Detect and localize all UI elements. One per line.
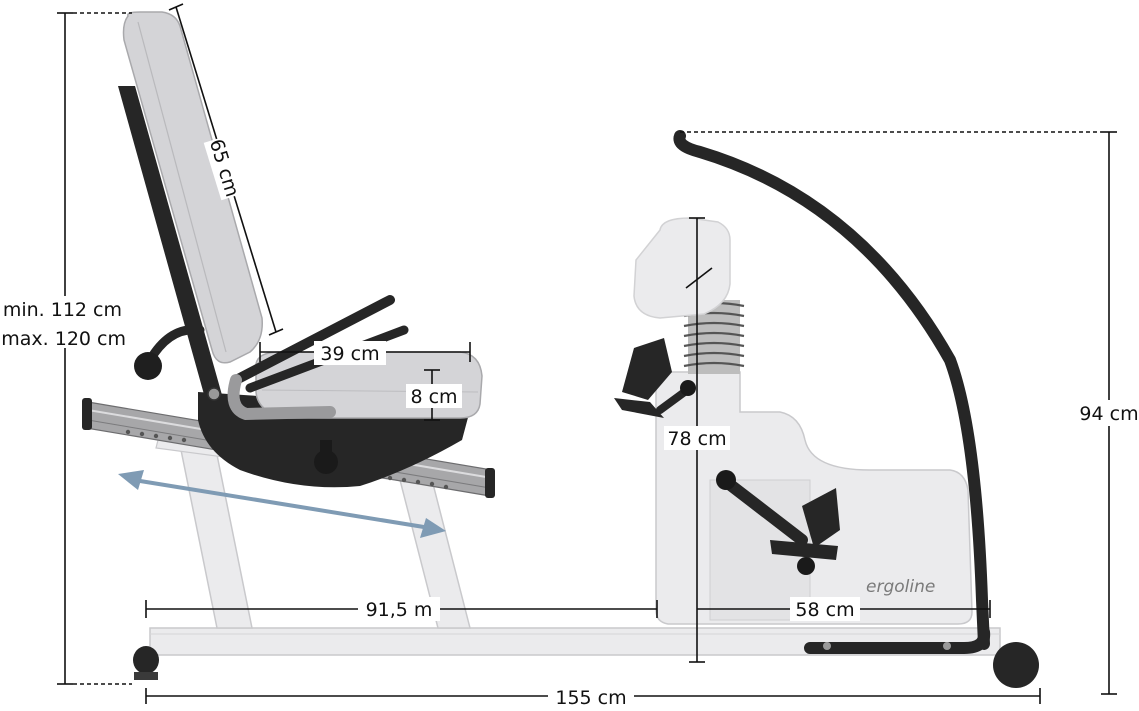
double-arrow-icon bbox=[118, 470, 446, 538]
label-seat-to-pedal: 91,5 m bbox=[366, 599, 433, 621]
backrest-adjuster bbox=[134, 325, 221, 401]
foot-crank bbox=[716, 470, 840, 575]
dimension-labels: min. 112 cm max. 120 cm 65 cm 39 cm 8 cm… bbox=[0, 135, 1139, 710]
label-seat-thickness: 8 cm bbox=[410, 386, 457, 408]
console-display bbox=[633, 217, 731, 319]
front-foot bbox=[133, 646, 159, 674]
seat-handles bbox=[227, 295, 409, 421]
recumbent-bike-illustration: ergoline bbox=[82, 11, 1039, 688]
brand-logo: ergoline bbox=[866, 577, 935, 597]
label-height-max: max. 120 cm bbox=[1, 328, 126, 350]
handlebar-arc bbox=[673, 130, 990, 650]
label-handlebar-height: 94 cm bbox=[1079, 403, 1138, 425]
hand-crank bbox=[614, 338, 696, 418]
rear-wheel bbox=[993, 642, 1039, 688]
label-console-height: 78 cm bbox=[667, 428, 726, 450]
seat-adjust-knob bbox=[314, 450, 338, 474]
base-frame bbox=[133, 627, 1039, 688]
label-seat-depth: 39 cm bbox=[320, 343, 379, 365]
label-height-min: min. 112 cm bbox=[3, 299, 122, 321]
label-total-length: 155 cm bbox=[555, 687, 626, 709]
backrest-frame bbox=[118, 86, 222, 398]
label-pedal-to-rear: 58 cm bbox=[795, 599, 854, 621]
